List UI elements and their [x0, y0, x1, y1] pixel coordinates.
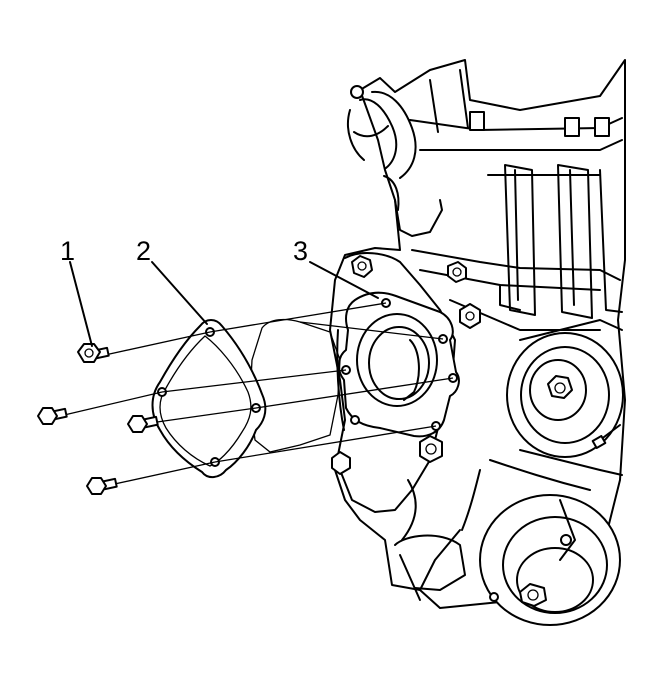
block-bolt-head [419, 435, 443, 463]
callout-leader-3 [309, 261, 379, 299]
bolt [127, 415, 159, 433]
callout-label-2: 2 [136, 236, 152, 266]
callout-label-1: 1 [60, 236, 76, 266]
block-bolt-head [331, 451, 351, 475]
callout-leader-2 [151, 261, 208, 325]
cover-plate [151, 319, 267, 478]
callout-leader-1 [69, 261, 93, 347]
bolt [77, 343, 110, 363]
cover-alignment-outline [249, 318, 341, 453]
crank-pulley [479, 494, 621, 626]
block-bolt-head [459, 303, 481, 329]
block-bolt-head [447, 261, 467, 283]
bolt [37, 407, 68, 425]
gasket [338, 291, 460, 438]
bolt [86, 477, 118, 495]
idler-pulley [506, 332, 624, 458]
engine-block [329, 59, 626, 626]
block-bolt-head [351, 255, 373, 278]
bolt-alignment-lines [59, 302, 454, 486]
callout-label-3: 3 [293, 236, 309, 266]
